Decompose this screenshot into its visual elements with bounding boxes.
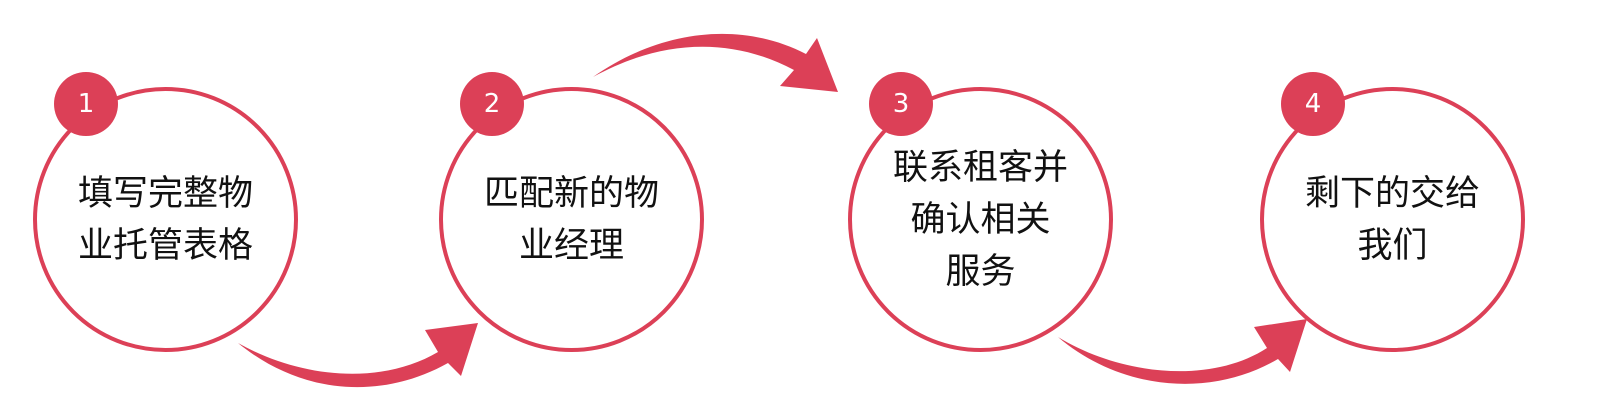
- step-number-badge: 1: [54, 72, 118, 136]
- step-label-line: 剩下的交给: [1304, 173, 1480, 214]
- step-label-line: 服务: [945, 251, 1016, 292]
- step-label-line: 业托管表格: [77, 225, 253, 266]
- step-3: 联系租客并 确认相关 服务 3: [848, 72, 1113, 352]
- step-label: 联系租客并 确认相关 服务: [868, 87, 1093, 352]
- curved-arrow-icon: [238, 323, 478, 388]
- curved-arrow-icon: [593, 33, 838, 92]
- step-label-line: 我们: [1357, 225, 1428, 266]
- step-1: 填写完整物 业托管表格 1: [33, 72, 298, 352]
- step-label-line: 联系租客并: [892, 147, 1068, 188]
- step-number-badge: 4: [1281, 72, 1345, 136]
- curved-arrow-icon: [1058, 319, 1307, 384]
- step-label-line: 业经理: [518, 225, 624, 266]
- step-number-badge: 3: [869, 72, 933, 136]
- step-label: 剩下的交给 我们: [1280, 87, 1505, 352]
- step-4: 剩下的交给 我们 4: [1260, 72, 1525, 352]
- step-label: 匹配新的物 业经理: [459, 87, 684, 352]
- step-label-line: 确认相关: [910, 199, 1051, 240]
- step-number-badge: 2: [460, 72, 524, 136]
- step-label-line: 匹配新的物: [483, 173, 659, 214]
- step-2: 匹配新的物 业经理 2: [439, 72, 704, 352]
- step-label: 填写完整物 业托管表格: [53, 87, 278, 352]
- step-label-line: 填写完整物: [77, 173, 253, 214]
